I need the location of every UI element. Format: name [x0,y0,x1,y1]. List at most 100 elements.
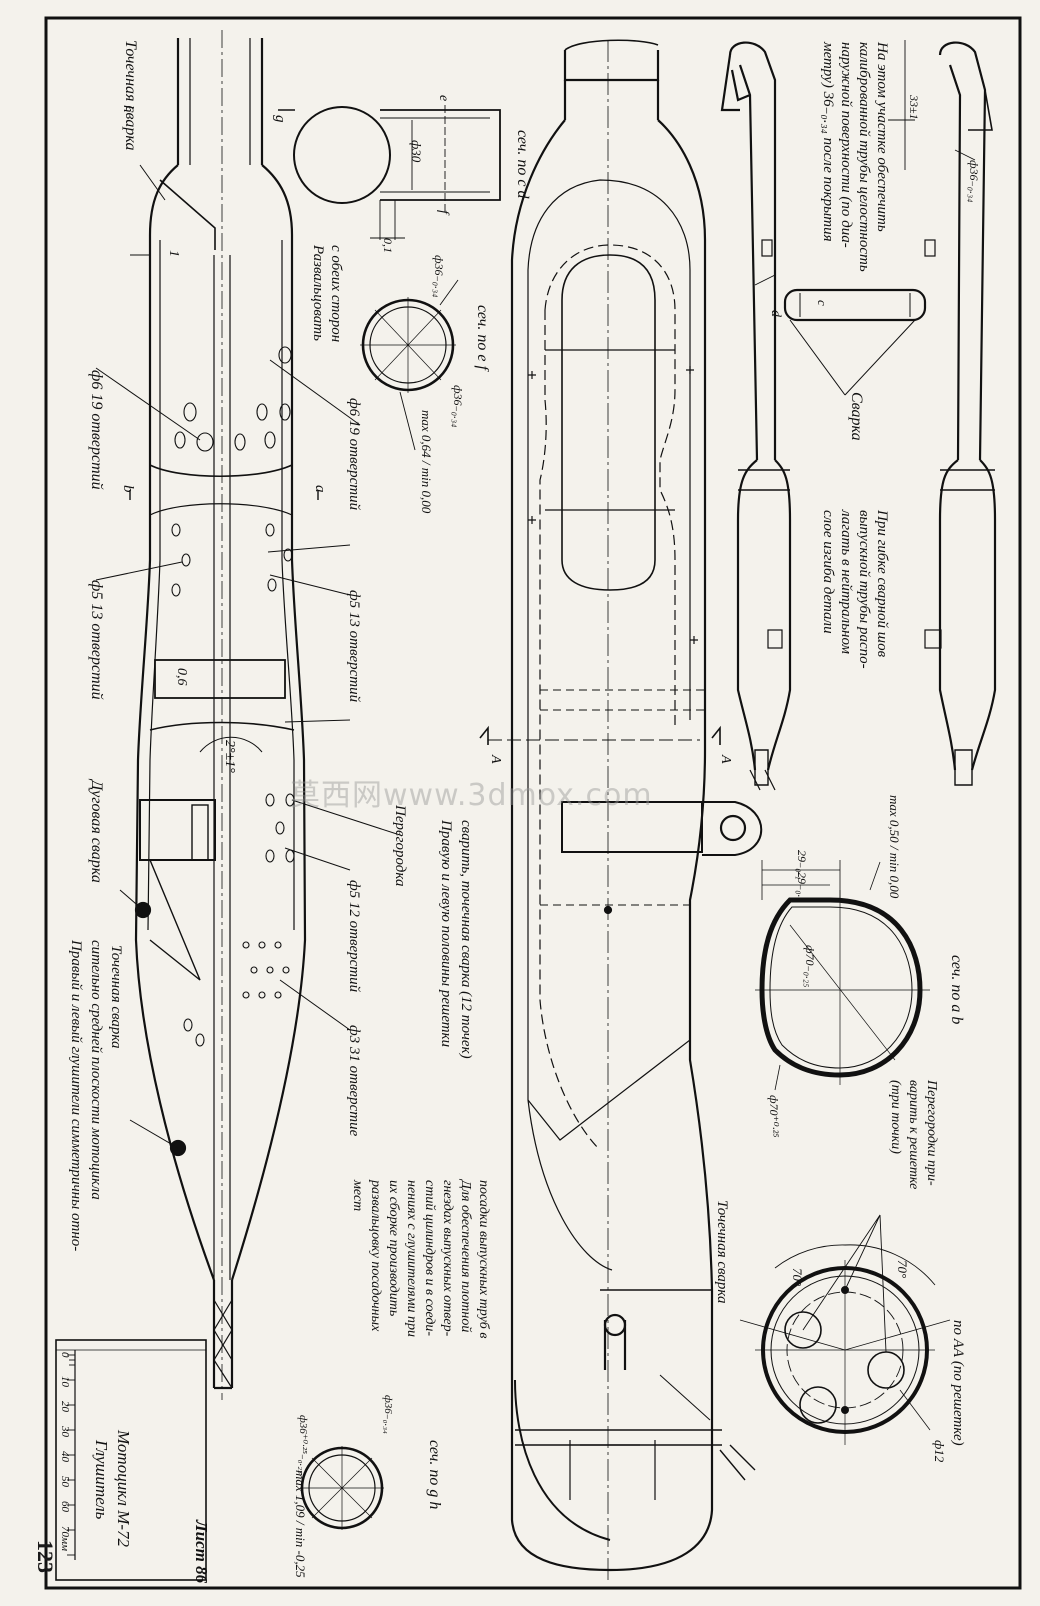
top-note-4: метру) 36₋₀.₃₄ после покрытия [820,41,836,242]
bend-note-3: лагать в нейтральном [838,509,854,654]
fit-note-4: стий цилиндров и в соеди- [422,1180,437,1336]
sheet-frame [44,16,1022,1590]
baffles-note-2: варить к решетке [906,1080,921,1189]
drawing-text: Точечная сварка ф6 19 отверстий ф5 13 от… [59,40,981,1584]
label-holes-6b: ф6 19 отверстий [346,398,362,511]
dim-36-sec2: ф36₋₀.₃₄ [451,385,465,427]
bend-note-4: слое изгиба детали [820,510,836,634]
page-number: 123 [18,1540,66,1590]
label-angle: 2°±1° [222,740,237,773]
fit-note-3: гнездах выпускных отвер- [440,1180,455,1337]
label-thk: 0,6 [174,668,189,686]
dim-12: ф12 [932,1440,947,1463]
label-spot-weld-3: Точечная сварка [714,1200,730,1304]
dim-70a: ф70₋₀.₂₅ [803,945,817,987]
dim-30: ф30 [409,140,424,163]
letter-g: g [272,115,288,123]
muffler-plan-view [479,39,763,1580]
leaders-left [95,164,401,1149]
title-main: Мотоцикл М-72 [114,1429,133,1547]
letter-b: b [120,485,136,493]
dim-29b: 29₋₀.₁ [795,872,809,902]
fit-note-5: нениях с глушителями при [404,1180,419,1337]
dim-29a: 29₋₀.₁ [795,850,809,880]
section-label-aa: по АА (по решетке) [950,1320,966,1446]
angle-70b: 70° [895,1260,910,1278]
label-one: 1 [166,250,181,257]
top-note-1: На этом участке обеспечить [874,41,890,232]
gap-1: max 0,64 / min 0,00 [419,410,434,514]
letter-c: c [815,300,830,306]
symmetry-note-1: Правый и левый глушители симметричны отн… [68,939,84,1251]
sheet-label: Лист 86 [192,1519,211,1584]
watermark-text: 莫西网www.3dmox.com [290,778,653,813]
section-label-ef: сеч. по e f [474,305,491,373]
label-holes-6: ф6 19 отверстий [88,370,105,490]
section-ab-view [755,860,930,1091]
baffles-note-1: Перегородки при- [924,1079,939,1186]
label-holes-5b: ф5 13 отверстий [346,590,362,703]
dim-36-sec: ф36₋₀.₃₄ [432,255,446,297]
scale-tick-6: 60 [59,1501,71,1513]
angle-70a: 70° [790,1268,805,1286]
letter-A1: А [488,754,503,764]
scale-tick-2: 20 [59,1401,71,1413]
letter-e: e [436,95,451,101]
page-number-text: 123 [33,1540,58,1573]
fit-note-8: мест [350,1179,365,1211]
dim-36-gh2: ф36₋₀.₃₄ [382,1395,394,1434]
fit-note-2: посадки выпускных труб в [476,1180,491,1338]
fit-note-1: Для обеспечения плотной [458,1178,473,1332]
muffler-section [129,30,319,1400]
section-gh-view [300,1446,384,1530]
bend-note-2: выпускной трубы распо- [856,510,872,669]
scale-tick-7: 70мм [59,1526,71,1551]
gap-2: max 0,50 / min 0,00 [887,795,902,899]
label-flare-2: с обеих сторон [328,245,344,342]
top-note-3: наружной поверхности (по диа- [838,42,854,248]
bend-note-1: При гибке сварной шов [874,509,890,658]
letter-f: f [436,210,451,216]
fit-note-6: их сборке производить [386,1180,401,1316]
label-partition: Перегородка [392,804,408,887]
letter-d: d [768,310,783,318]
dim-33: 33±1 [907,94,921,120]
letter-a: a [312,485,328,493]
baffles-note-3: (три точки) [888,1080,903,1154]
watermark: 莫西网www.3dmox.com [290,770,760,813]
label-arc-weld: Дуговая сварка [88,778,105,883]
title-block [55,1339,207,1581]
section-label-ab: сеч. по a b [948,955,965,1024]
dim-36-top: ф36₋₀.₃₄ [967,160,981,202]
symmetry-note-2: сительно средней плоскости мотоцикла [88,940,104,1200]
section-aa-view [739,1214,951,1445]
grid-note-2: сварить, точечная сварка (12 точек) [458,820,474,1059]
letter-A2: А [718,754,733,764]
label-spot-weld-2: Точечная сварка [108,945,124,1049]
grid-note-1: Правую и левую половины решетки [438,819,454,1047]
dim-70b: ф70⁺⁰·²⁵ [767,1095,781,1137]
label-weld: Сварка [848,392,865,441]
scale-tick-3: 30 [59,1425,71,1438]
section-label-cd: сеч. по c d [514,130,531,200]
exhaust-pipes [720,40,997,791]
scale-tick-5: 50 [59,1476,71,1488]
label-holes-3: ф3 31 отверстие [346,1025,362,1137]
label-flare-1: Развальцовать [310,244,326,341]
scale-tick-1: 10 [59,1376,71,1388]
letter-h: h [120,105,136,113]
section-ef-view [360,279,459,451]
dim-01: 0,1 [381,238,395,253]
top-note-2: калиброванной трубы целостность [856,42,872,272]
label-spot-weld-1: Точечная сварка [122,40,139,150]
section-cd-view [293,105,501,240]
title-sub: Глушитель [92,1439,111,1520]
label-holes-5a: ф5 13 отверстий [88,580,105,700]
label-holes-5c: ф5 12 отверстий [346,880,362,993]
scale-tick-0: 0 [59,1352,71,1358]
gap-3: max 1,09 / min -0,25 [293,1470,308,1578]
dim-36-gh: ф36⁺⁰·²⁵₋₀.₂₅ [297,1415,309,1474]
fit-note-7: развальцовку посадочных [368,1179,383,1332]
